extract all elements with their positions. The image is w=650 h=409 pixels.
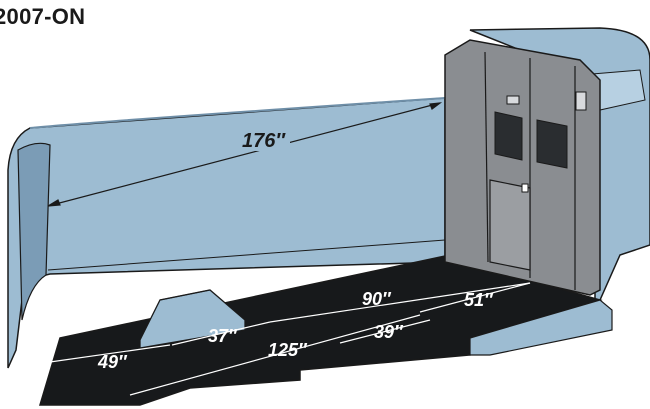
dim-49: 49″ [97, 352, 128, 372]
dim-line-39 [339, 319, 431, 344]
model-year-title: 2007-ON [0, 4, 86, 29]
dim-line-49 [49, 344, 171, 363]
dim-label-bg-176 [238, 127, 290, 151]
dim-line-51 [419, 282, 531, 313]
dim-line-37 [171, 321, 271, 346]
van-front-pillar [17, 142, 51, 321]
dim-line-90 [269, 282, 531, 323]
vent-grille-icon [494, 111, 568, 169]
wheel-well-top [159, 289, 211, 301]
dim-51: 51″ [464, 290, 494, 310]
dim-90: 90″ [362, 289, 392, 309]
van-top-rail [29, 97, 446, 129]
rear-step [469, 299, 613, 356]
wall-panel-line [47, 239, 446, 271]
dim-39: 39″ [374, 322, 404, 342]
dim-37: 37″ [208, 326, 238, 346]
partition-panel-icon [444, 39, 601, 296]
dim-line-176 [47, 102, 441, 207]
dim-176: 176″ [242, 130, 286, 152]
dim-125: 125″ [268, 340, 308, 360]
dim-line-125 [129, 314, 421, 396]
